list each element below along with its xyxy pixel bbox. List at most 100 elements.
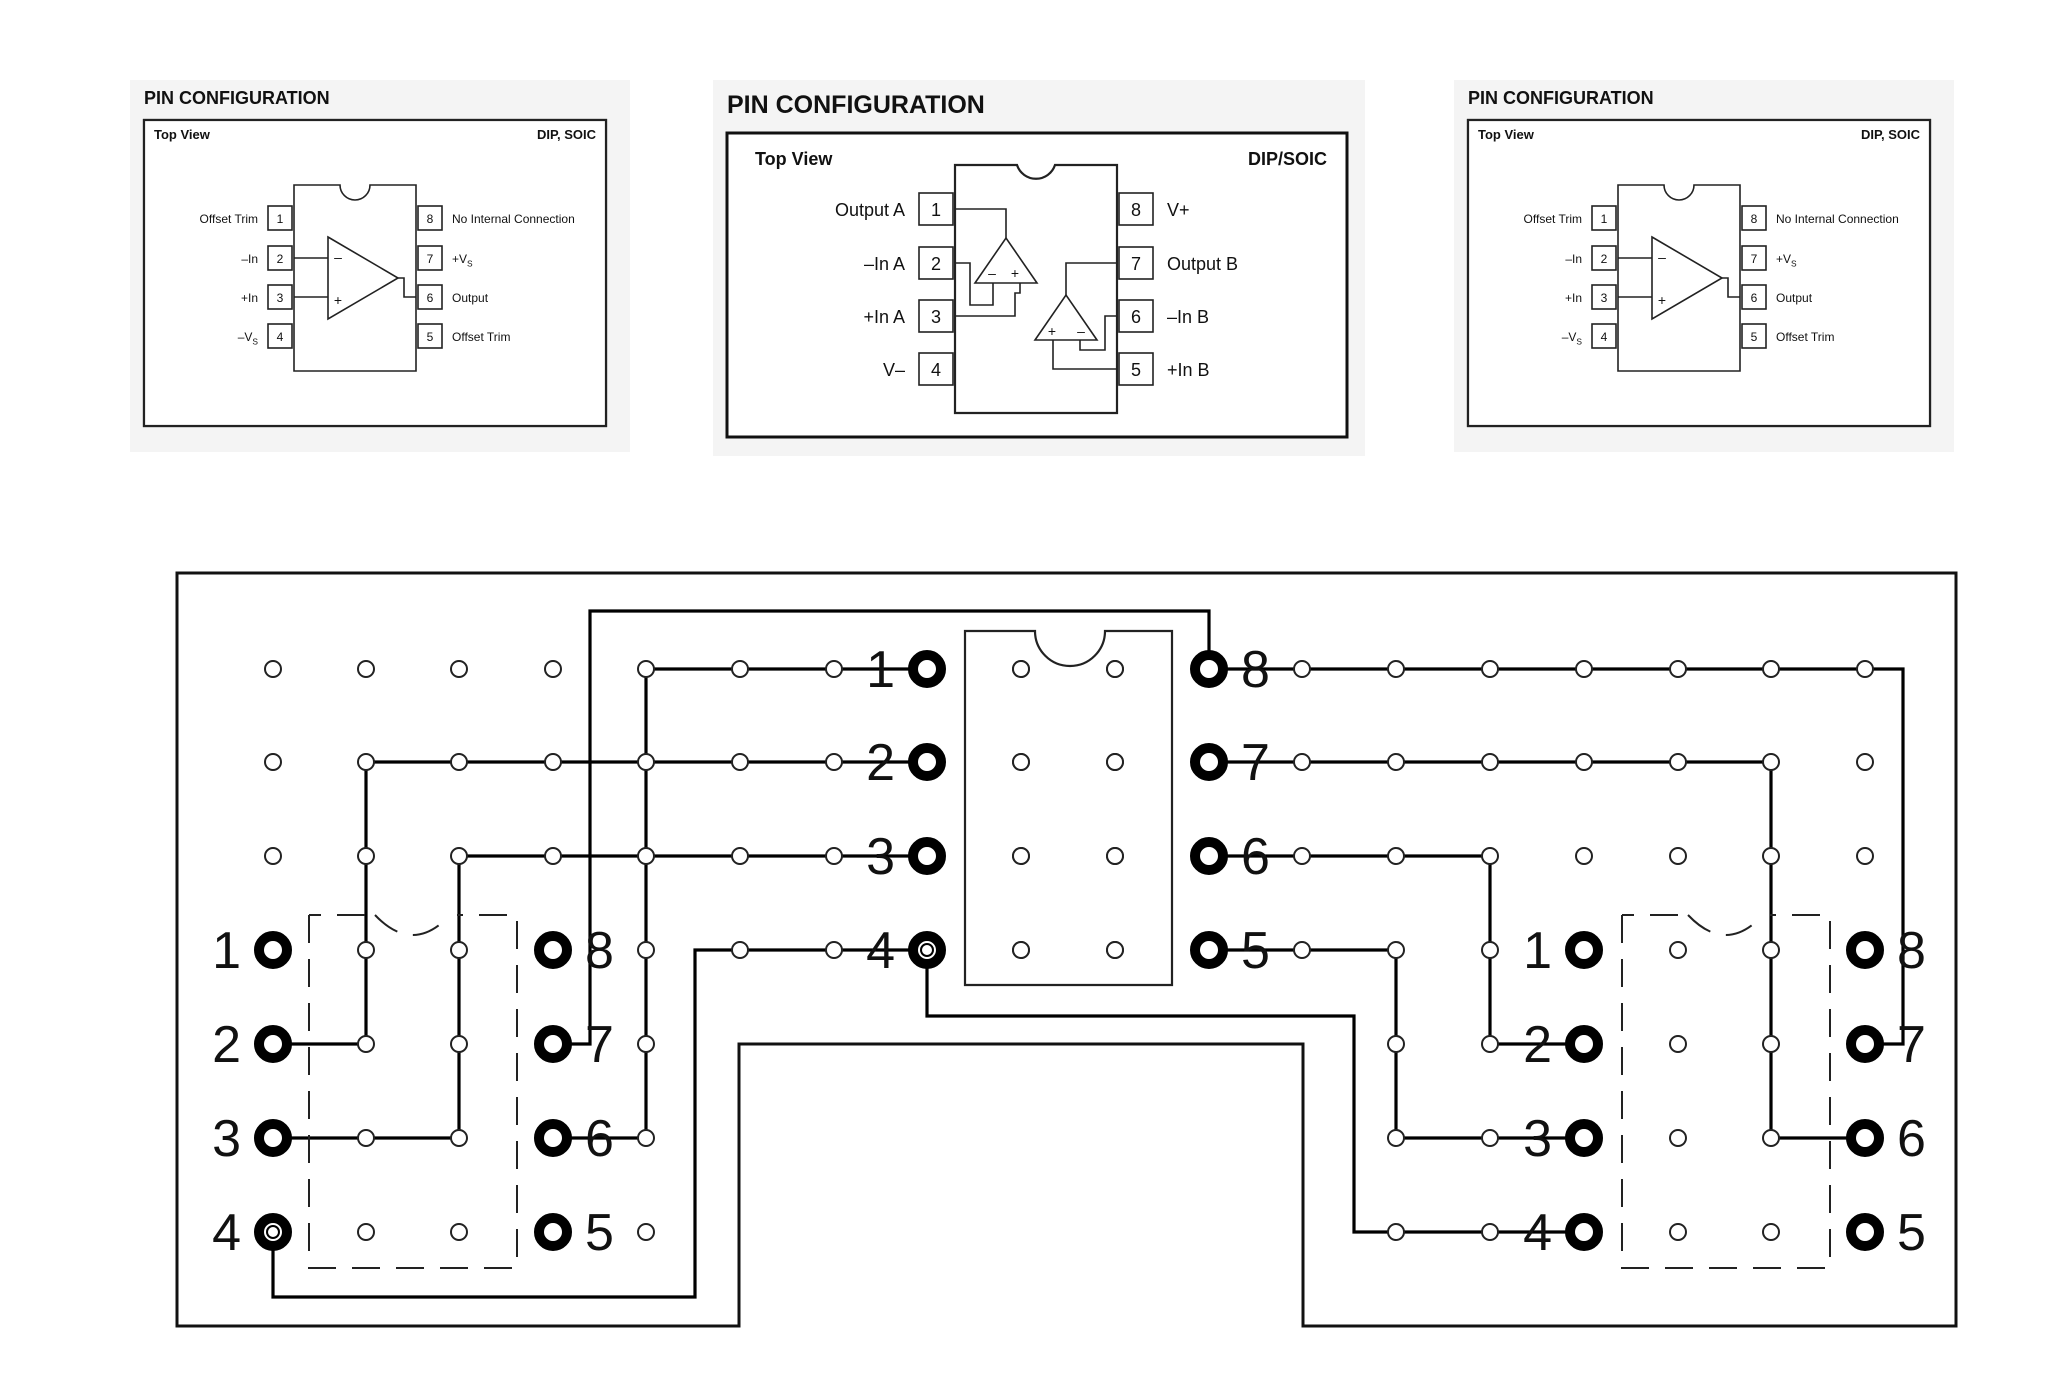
pin-number: 3 [931,307,941,327]
pin-box [1118,246,1154,280]
center-socket-pad [908,837,946,875]
jumper-wire [553,667,927,1140]
pin-box [267,323,293,349]
right-socket-pad [1846,931,1884,969]
solder-hole [264,753,282,771]
center-socket-pin-number: 1 [866,641,895,699]
opamp-b-wires [1052,262,1117,370]
opamp-wires [294,257,416,298]
pin-number: 4 [277,330,284,344]
pin-box [1591,245,1617,271]
pin-label: Output A [835,200,905,220]
pin-number: 2 [931,254,941,274]
solder-hole [450,847,468,865]
solder-hole [357,660,375,678]
pin-box [417,284,443,310]
center-socket-pin-number: 3 [866,828,895,886]
solder-hole [357,941,375,959]
pad-center [266,1225,280,1239]
solder-hole [1762,847,1780,865]
pin-number: 6 [1131,307,1141,327]
pin-label: –VS [238,330,259,347]
socket-hole [1012,753,1030,771]
pin-box [1741,284,1767,310]
pin-number: 8 [1131,200,1141,220]
right-socket-outline [1621,914,1831,1269]
solder-hole [1387,847,1405,865]
panel-frame-fill [1466,118,1932,428]
right-socket-pin-number: 3 [1523,1110,1552,1168]
solder-hole [450,753,468,771]
solder-hole [731,847,749,865]
center-socket-pad [1190,743,1228,781]
right-socket-pin-number: 4 [1523,1204,1552,1262]
solder-hole [357,1223,375,1241]
right-socket-notch [1687,914,1764,936]
solder-hole [1387,753,1405,771]
socket-hole [1106,753,1124,771]
left-socket-pad [254,1119,292,1157]
opamp-b-plus: + [1048,323,1056,339]
right-socket-pin-number: 6 [1897,1110,1926,1168]
right-socket-pad [1565,1119,1603,1157]
pin-label: V– [883,360,905,380]
chip-body [293,184,417,372]
opamp-plus-sign: + [334,292,342,308]
right-socket-pin-number: 1 [1523,922,1552,980]
left-socket-pin-number: 1 [212,922,241,980]
solder-hole [1669,1223,1687,1241]
solder-hole [1669,660,1687,678]
chip-body [953,163,1119,415]
solder-hole [1762,941,1780,959]
pin-number: 3 [277,291,284,305]
solder-hole [1387,1129,1405,1147]
center-socket-pad [1190,837,1228,875]
pin-label: Offset Trim [1524,212,1582,226]
socket-hole [1106,847,1124,865]
right-socket-pad [1846,1119,1884,1157]
pin-box [267,245,293,271]
solder-hole [357,753,375,771]
pin-box [1591,284,1617,310]
top-view-label: Top View [1478,127,1535,142]
solder-hole [1481,1035,1499,1053]
jumper-wire [273,760,927,1046]
left-socket-pad [254,1025,292,1063]
solder-hole [637,660,655,678]
pin-label: +In A [863,307,905,327]
pin-label: No Internal Connection [452,212,575,226]
pin-box [267,284,293,310]
pin-number: 1 [277,212,284,226]
opamp-a-triangle [973,236,1039,284]
pin-label: –In [1565,252,1582,266]
pin-number: 4 [931,360,941,380]
solder-hole [1762,753,1780,771]
pin-number: 5 [1751,330,1758,344]
opamp-a-minus: – [988,265,996,281]
solder-hole [450,1129,468,1147]
pin-number: 2 [1601,252,1608,266]
pin-label: Offset Trim [1776,330,1834,344]
pin-label: +In [241,291,258,305]
pin-box [918,352,954,386]
solder-hole [1762,660,1780,678]
right-socket-pin-number: 2 [1523,1016,1552,1074]
pin-box [417,323,443,349]
left-socket-pad [534,1025,572,1063]
panel-frame [725,131,1349,439]
solder-hole [1293,660,1311,678]
solder-hole [1762,1223,1780,1241]
socket-hole [1106,941,1124,959]
solder-hole [450,660,468,678]
solder-hole [1856,753,1874,771]
solder-hole [450,1223,468,1241]
solder-hole [1575,753,1593,771]
center-socket-pin-number: 8 [1241,641,1270,699]
pin-label: Output [1776,291,1813,305]
solder-hole [1293,753,1311,771]
left-socket-pin-number: 8 [585,922,614,980]
solder-hole [637,1129,655,1147]
